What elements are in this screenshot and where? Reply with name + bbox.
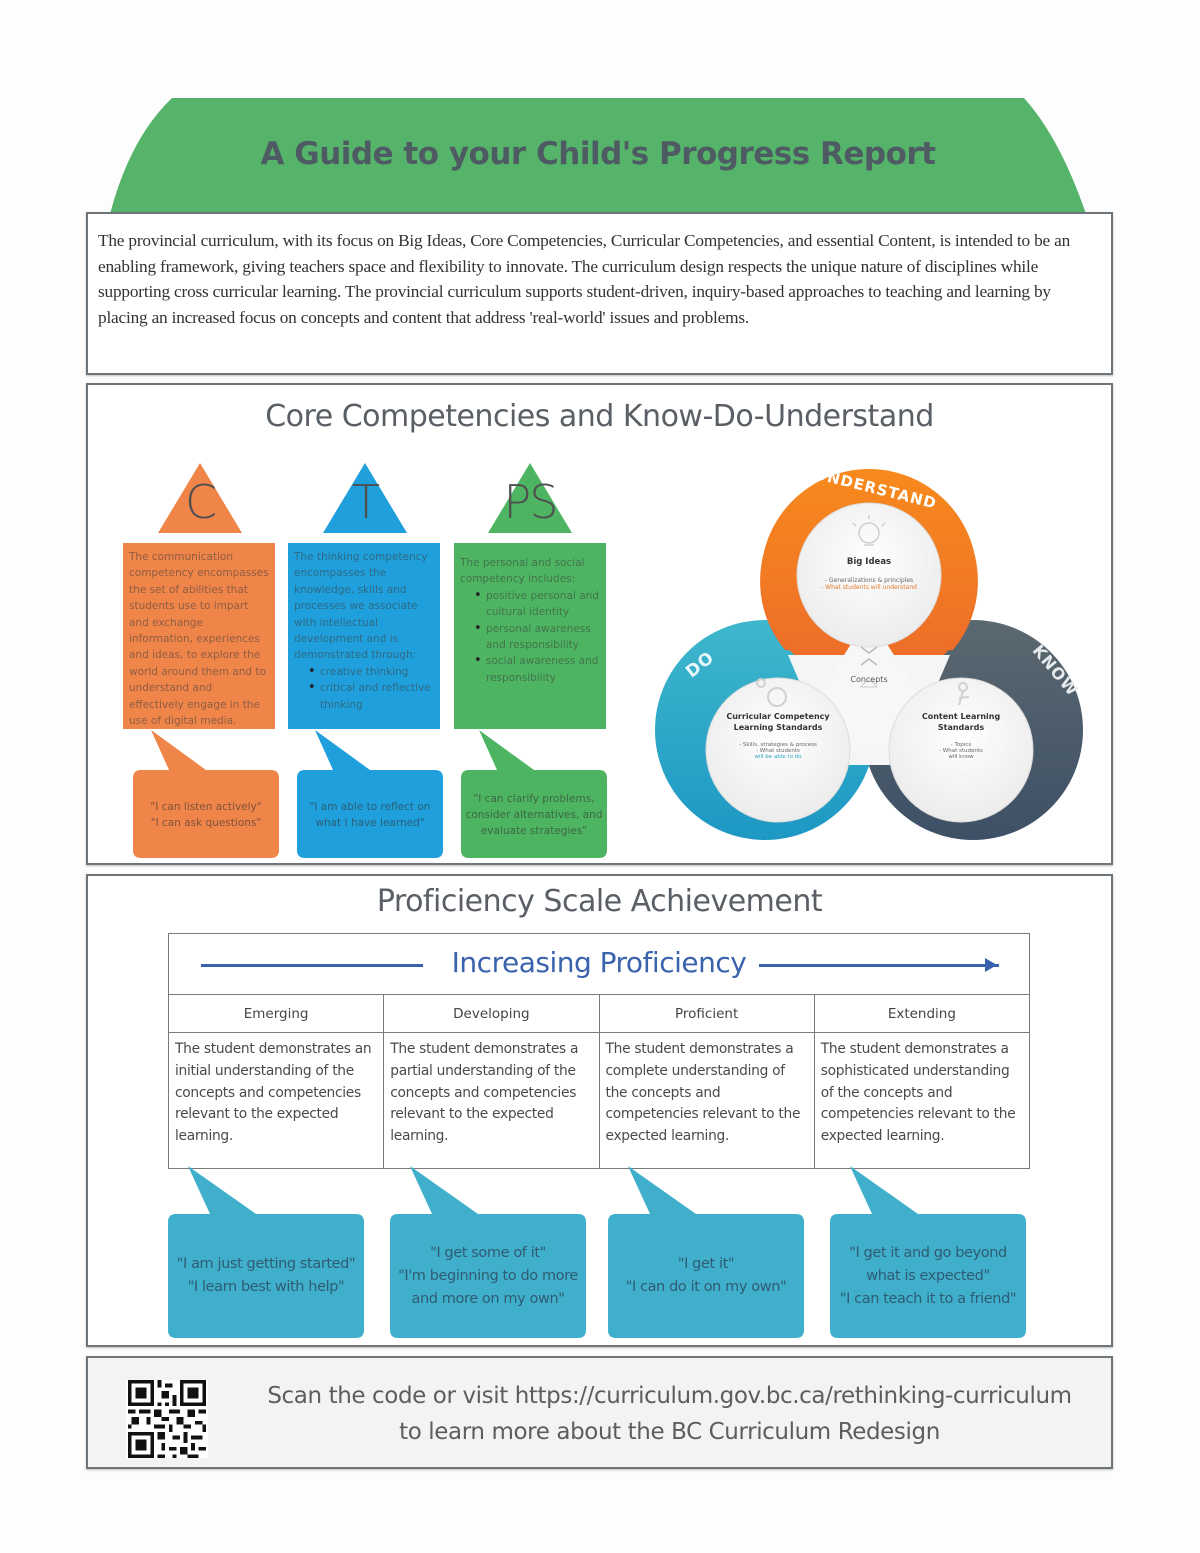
curricular-competency-line: - What students <box>756 748 800 754</box>
big-ideas-circle <box>796 502 942 648</box>
personal-social-quote: "I can clarify problems, consider altern… <box>465 793 603 837</box>
title-banner: A Guide to your Child's Progress Report <box>110 98 1086 214</box>
thinking-triangle: T <box>323 463 407 533</box>
emerging-quote-bubble: "I am just getting started" "I learn bes… <box>166 1166 366 1341</box>
arrow-right-icon <box>985 958 997 972</box>
personal-social-bullet: personal awareness and responsibility <box>474 621 600 654</box>
emerging-quote: "I am just getting started" "I learn bes… <box>176 1256 356 1295</box>
level-header-emerging: Emerging <box>167 994 385 1033</box>
level-header-extending: Extending <box>813 994 1031 1033</box>
concepts-icon <box>860 680 878 688</box>
thinking-bullets: creative thinking critical and reflectiv… <box>294 664 434 713</box>
big-ideas-line: - What students will understand <box>821 584 917 591</box>
lightbulb-icon <box>852 515 886 546</box>
content-title: Content Learning Standards <box>921 712 1001 732</box>
core-section-title: Core Competencies and Know-Do-Understand <box>265 399 934 434</box>
personal-social-bullets: positive personal and cultural identity … <box>460 588 600 686</box>
personal-social-triangle: PS <box>488 463 572 533</box>
thinking-bullet: creative thinking <box>308 664 434 681</box>
content-line: will know <box>948 754 974 760</box>
extending-quote-bubble: "I get it and go beyond what is expected… <box>828 1166 1028 1341</box>
figure-icon <box>958 682 970 706</box>
content-circle <box>888 677 1034 823</box>
proficiency-section: Proficiency Scale Achievement Increasing… <box>86 874 1113 1347</box>
communication-triangle: C <box>158 463 242 533</box>
chevron-up-icon <box>860 658 878 666</box>
curricular-competency-circle <box>705 677 851 823</box>
communication-quote: "I can listen actively" "I can ask quest… <box>150 801 262 829</box>
thinking-description: The thinking competency encompasses the … <box>294 551 428 662</box>
gear-icon <box>756 678 787 707</box>
communication-card: The communication competency encompasses… <box>123 543 275 729</box>
personal-social-bullet: social awareness and responsibility <box>474 653 600 686</box>
communication-description: The communication competency encompasses… <box>129 551 269 728</box>
level-header-proficient: Proficient <box>598 994 815 1033</box>
content-line: - Topics <box>950 742 972 748</box>
big-ideas-block: Big Ideas - Generalizations & principles… <box>809 557 929 591</box>
thinking-quote: "I am able to reflect on what I have lea… <box>309 801 431 829</box>
know-do-understand-diagram: UNDERSTAND DO KNOW Big Ideas - Generaliz… <box>653 465 1083 855</box>
core-competencies-section: Core Competencies and Know-Do-Understand… <box>86 383 1113 865</box>
curricular-competency-line: - Skills, strategies & process <box>739 742 817 748</box>
arrow-line-right <box>759 964 999 967</box>
arrow-line-left <box>201 964 423 967</box>
level-description-emerging: The student demonstrates an initial unde… <box>167 1032 385 1169</box>
level-header-developing: Developing <box>383 994 600 1033</box>
footer-line-1[interactable]: Scan the code or visit https://curriculu… <box>267 1383 1072 1409</box>
personal-social-letter: PS <box>503 475 559 529</box>
page-title: A Guide to your Child's Progress Report <box>260 136 937 172</box>
intro-box: The provincial curriculum, with its focu… <box>86 212 1113 375</box>
increasing-proficiency-row: Increasing Proficiency <box>168 933 1030 995</box>
thinking-card: The thinking competency encompasses the … <box>288 543 440 729</box>
level-description-proficient: The student demonstrates a complete unde… <box>598 1032 815 1169</box>
proficiency-section-title: Proficiency Scale Achievement <box>376 884 823 919</box>
developing-quote: "I get some of it" "I'm beginning to do … <box>398 1244 578 1307</box>
big-ideas-line: - Generalizations & principles <box>824 577 914 584</box>
personal-social-description: The personal and social competency inclu… <box>460 557 585 586</box>
increasing-proficiency-label: Increasing Proficiency <box>451 946 747 979</box>
personal-social-bullet: positive personal and cultural identity <box>474 588 600 621</box>
thinking-letter: T <box>351 475 380 529</box>
curricular-competency-title: Curricular Competency Learning Standards <box>726 712 830 732</box>
concepts-label: Concepts <box>850 675 888 684</box>
qr-code-icon[interactable] <box>126 1380 208 1458</box>
footer-text: Scan the code or visit https://curriculu… <box>238 1378 1101 1450</box>
communication-quote-bubble: "I can listen actively" "I can ask quest… <box>131 730 281 860</box>
communication-letter: C <box>184 475 217 529</box>
level-description-developing: The student demonstrates a partial under… <box>383 1032 600 1169</box>
personal-social-card: The personal and social competency inclu… <box>454 543 606 729</box>
footer-box: Scan the code or visit https://curriculu… <box>86 1356 1113 1469</box>
proficient-quote-bubble: "I get it" "I can do it on my own" <box>606 1166 806 1341</box>
extending-quote: "I get it and go beyond what is expected… <box>839 1244 1017 1307</box>
thinking-quote-bubble: "I am able to reflect on what I have lea… <box>295 730 445 860</box>
intro-text: The provincial curriculum, with its focu… <box>98 231 1071 327</box>
chevron-down-icon <box>860 646 878 654</box>
footer-line-2: to learn more about the BC Curriculum Re… <box>399 1419 940 1445</box>
content-block: Content Learning Standards - Topics - Wh… <box>908 711 1014 760</box>
content-line: - What students <box>939 748 983 754</box>
thinking-bullet: critical and reflective thinking <box>308 680 434 713</box>
developing-quote-bubble: "I get some of it" "I'm beginning to do … <box>388 1166 588 1341</box>
proficient-quote: "I get it" "I can do it on my own" <box>625 1256 787 1295</box>
personal-social-quote-bubble: "I can clarify problems, consider altern… <box>459 730 609 860</box>
proficiency-table: Increasing Proficiency Emerging Developi… <box>167 933 1031 1169</box>
level-description-extending: The student demonstrates a sophisticated… <box>813 1032 1031 1169</box>
big-ideas-title: Big Ideas <box>846 557 892 567</box>
banner-shape <box>110 98 1086 214</box>
curricular-competency-line: will be able to do <box>754 754 802 760</box>
curricular-competency-block: Curricular Competency Learning Standards… <box>723 711 833 760</box>
